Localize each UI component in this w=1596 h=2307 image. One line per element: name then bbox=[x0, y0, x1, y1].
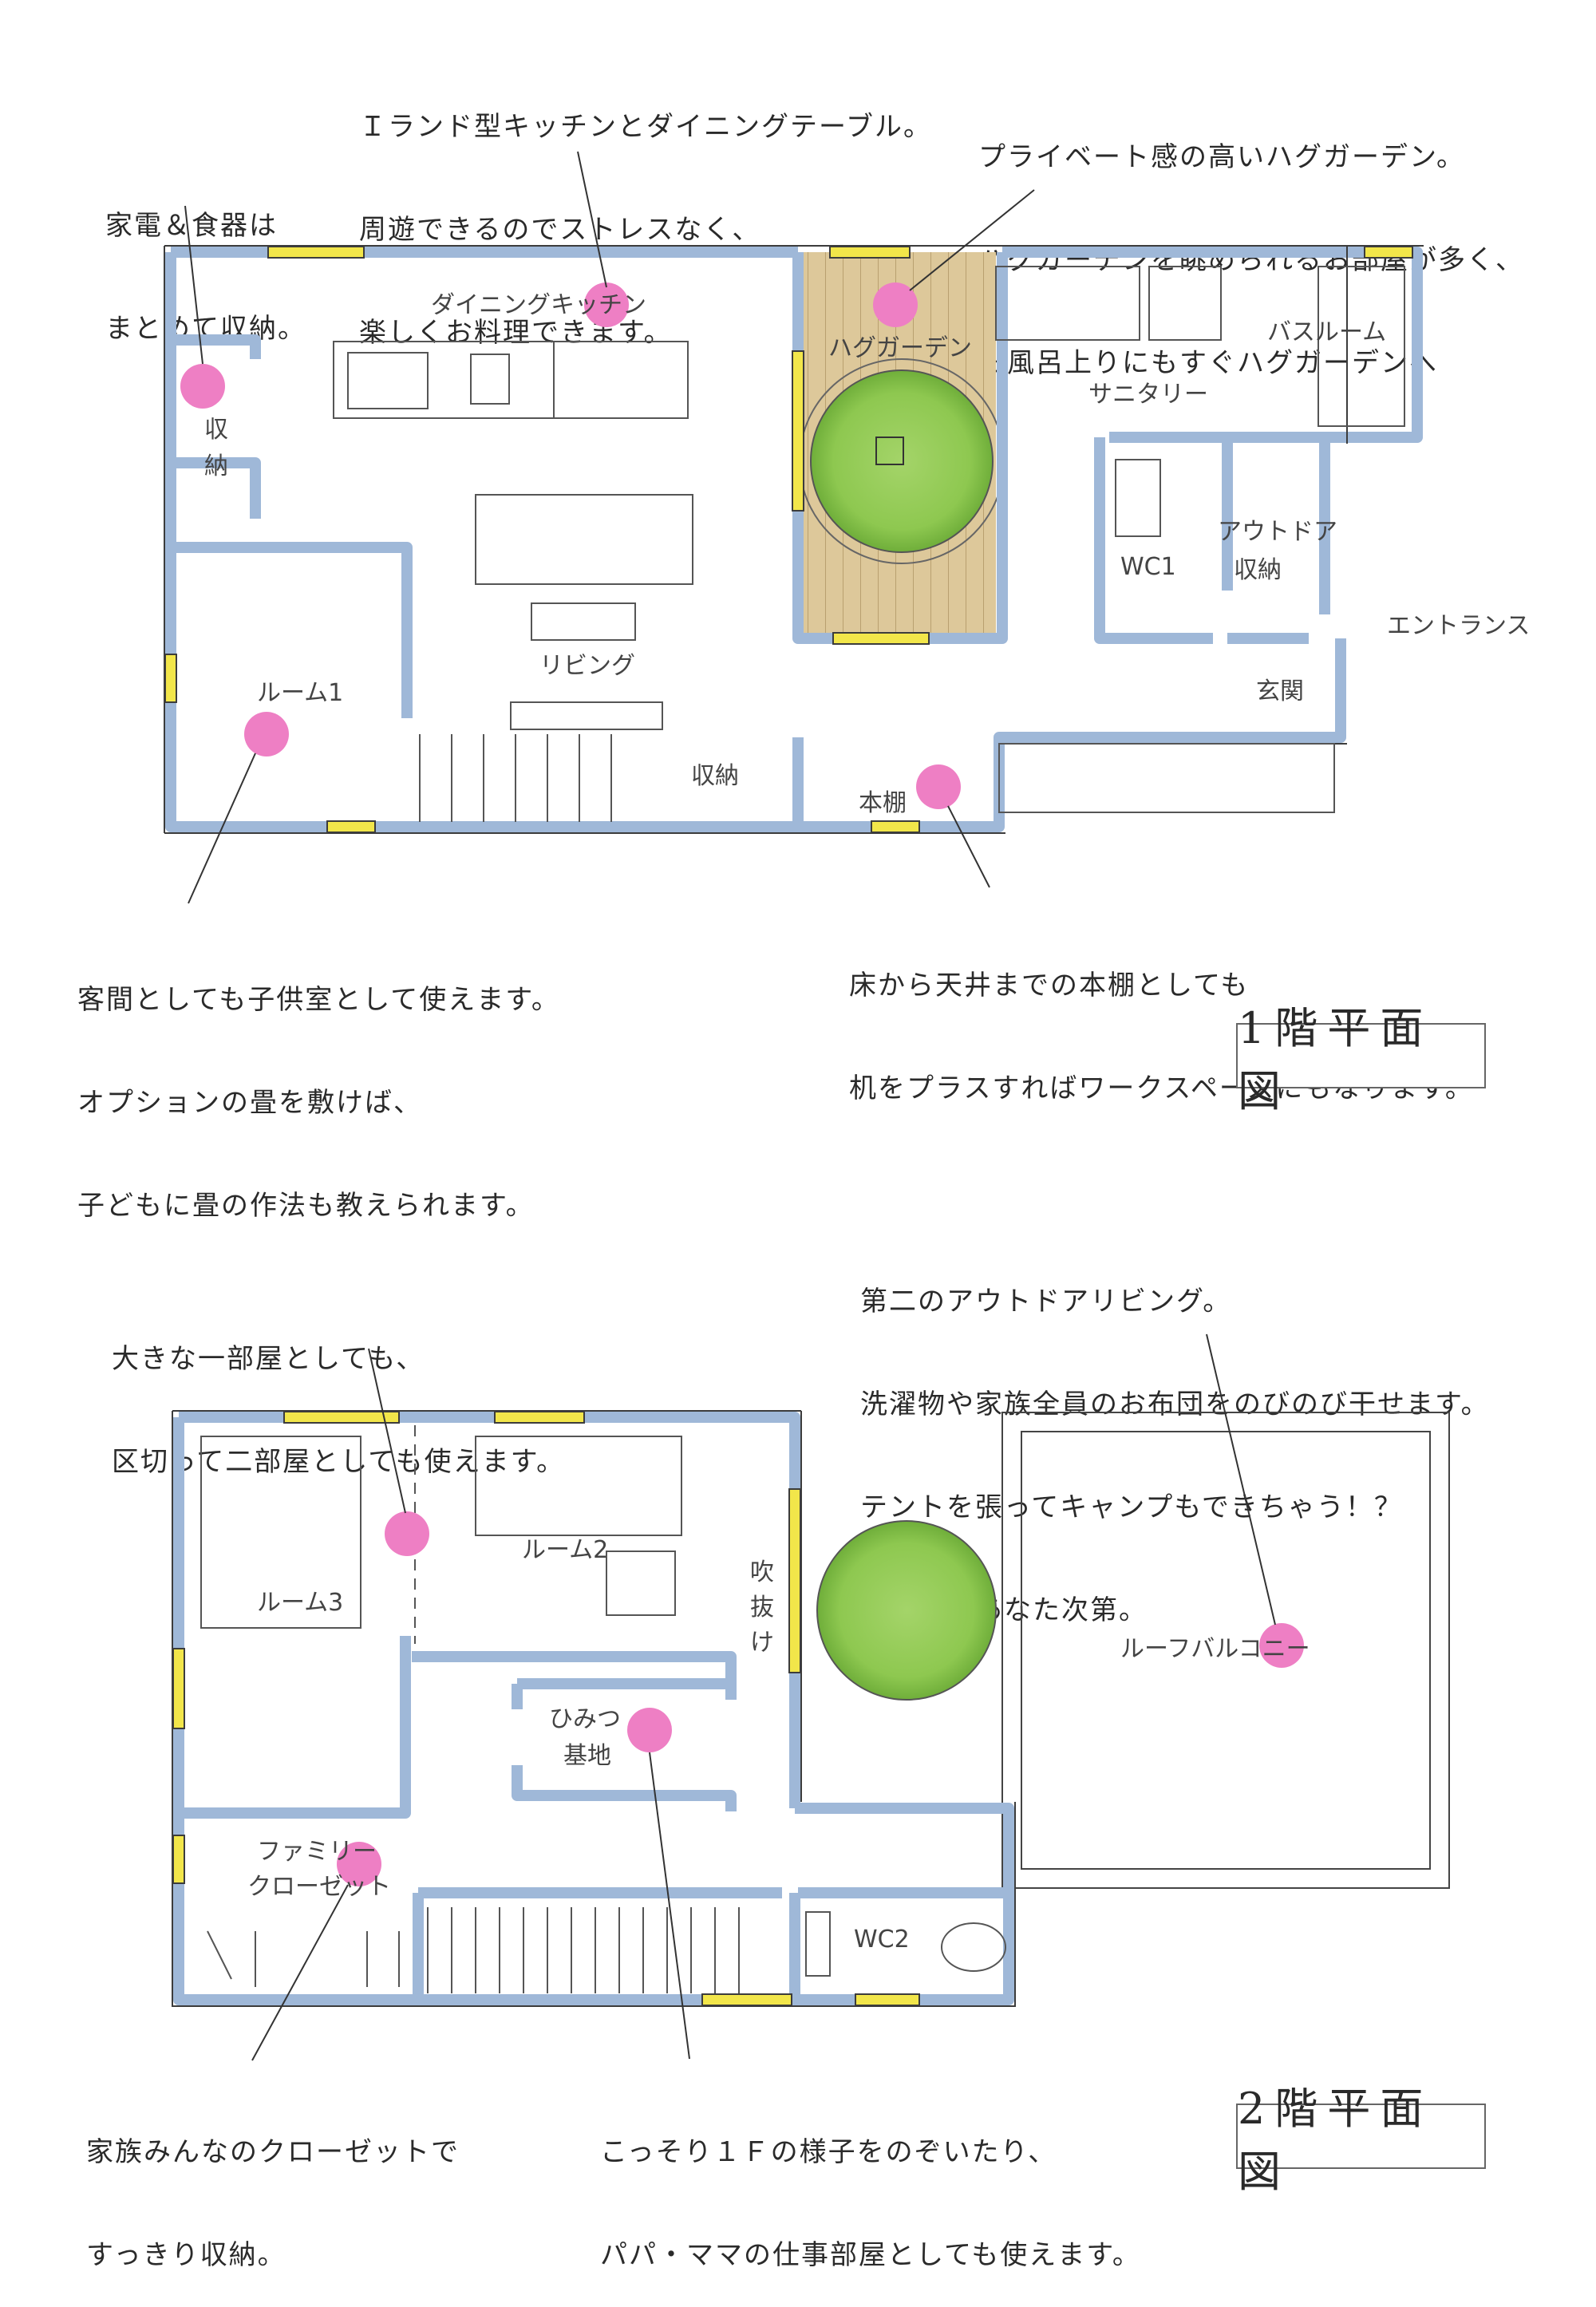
marker-secret-base bbox=[627, 1708, 672, 1752]
garden-tree-marker bbox=[875, 437, 904, 465]
note-room1: 客間としても子供室として使えます。 オプションの畳を敷けば、 子どもに畳の作法も… bbox=[77, 984, 560, 1222]
floor2-markers bbox=[337, 1511, 1304, 1886]
label-entrance: エントランス bbox=[1387, 612, 1530, 640]
label-bathroom: バスルーム bbox=[1267, 318, 1386, 346]
marker-storage bbox=[180, 364, 225, 409]
label-void-2: 抜 bbox=[750, 1594, 774, 1622]
floor-plans: ダイニングキッチン ハグガーデン バスルーム サニタリー 収 納 WC1 アウト… bbox=[164, 151, 1530, 2061]
label-dining-kitchen: ダイニングキッチン bbox=[431, 291, 646, 319]
marker-family-closet bbox=[337, 1842, 381, 1886]
floor1-furniture bbox=[333, 266, 1405, 822]
label-storage-left-1: 収 bbox=[204, 416, 228, 444]
marker-hug-garden bbox=[873, 282, 918, 327]
floor2-room-labels: ルーム3 ルーム2 吹 抜 け ひみつ 基地 ルーフバルコニー ファミリー クロ… bbox=[247, 1536, 1310, 1953]
label-secret-1: ひみつ bbox=[549, 1705, 621, 1733]
label-storage-stairs: 収納 bbox=[691, 762, 739, 790]
label-sanitary: サニタリー bbox=[1088, 381, 1208, 409]
marker-room1 bbox=[244, 712, 289, 756]
label-bookshelf: 本棚 bbox=[859, 789, 907, 817]
label-closet-1: ファミリー bbox=[257, 1838, 377, 1866]
floor1-windows bbox=[164, 246, 1413, 833]
label-wc2: WC2 bbox=[854, 1926, 910, 1953]
floor2-walls bbox=[173, 1412, 1014, 2005]
label-hug-garden: ハグガーデン bbox=[828, 334, 972, 362]
note-outdoor-living: 第二のアウトドアリビング。 洗濯物や家族全員のお布団をのびのび干せます。 テント… bbox=[860, 1286, 1490, 1626]
label-room1: ルーム1 bbox=[257, 679, 343, 707]
floor2-plan: ルーム3 ルーム2 吹 抜 け ひみつ 基地 ルーフバルコニー ファミリー クロ… bbox=[172, 1333, 1450, 2061]
label-outdoor-storage-2: 収納 bbox=[1234, 556, 1282, 584]
label-void-1: 吹 bbox=[750, 1558, 774, 1586]
label-wc1: WC1 bbox=[1120, 553, 1176, 581]
label-genkan: 玄関 bbox=[1256, 677, 1304, 705]
label-roof-balcony: ルーフバルコニー bbox=[1120, 1635, 1310, 1663]
marker-bookshelf bbox=[916, 764, 961, 809]
floor2-tree bbox=[816, 1520, 997, 1701]
marker-big-room bbox=[385, 1511, 429, 1556]
label-room2: ルーム2 bbox=[522, 1536, 608, 1564]
garden-tree bbox=[810, 369, 994, 553]
label-storage-left-2: 納 bbox=[204, 452, 228, 480]
floor1-plan: ダイニングキッチン ハグガーデン バスルーム サニタリー 収 納 WC1 アウト… bbox=[164, 151, 1530, 904]
label-secret-2: 基地 bbox=[563, 1742, 611, 1770]
label-closet-2: クローゼット bbox=[247, 1873, 391, 1901]
floor2-windows bbox=[172, 1411, 920, 2006]
floor1-room-labels: ダイニングキッチン ハグガーデン バスルーム サニタリー 収 納 WC1 アウト… bbox=[204, 291, 1530, 817]
floor2-leaders bbox=[251, 1333, 1276, 2061]
marker-roof-balcony bbox=[1259, 1623, 1304, 1668]
floor1-markers bbox=[180, 282, 961, 809]
floor2-furniture bbox=[200, 1425, 1006, 1993]
label-room3: ルーム3 bbox=[257, 1589, 343, 1617]
label-outdoor-storage-1: アウトドア bbox=[1218, 518, 1337, 546]
floor1-leaders bbox=[184, 151, 1035, 904]
note-island-kitchen: Ｉランド型キッチンとダイニングテーブル。 周遊できるのでストレスなく、 楽しくお… bbox=[359, 111, 932, 349]
label-living: リビング bbox=[539, 652, 635, 680]
floor1-wall-edges bbox=[164, 245, 1424, 834]
marker-dining-kitchen bbox=[584, 282, 629, 327]
note-hug-garden: プライベート感の高いハグガーデン。 ハグガーデンを眺められるお部屋が多く、 お風… bbox=[978, 141, 1524, 379]
roof-balcony-outline bbox=[1001, 1412, 1450, 1889]
label-void-3: け bbox=[750, 1629, 774, 1657]
